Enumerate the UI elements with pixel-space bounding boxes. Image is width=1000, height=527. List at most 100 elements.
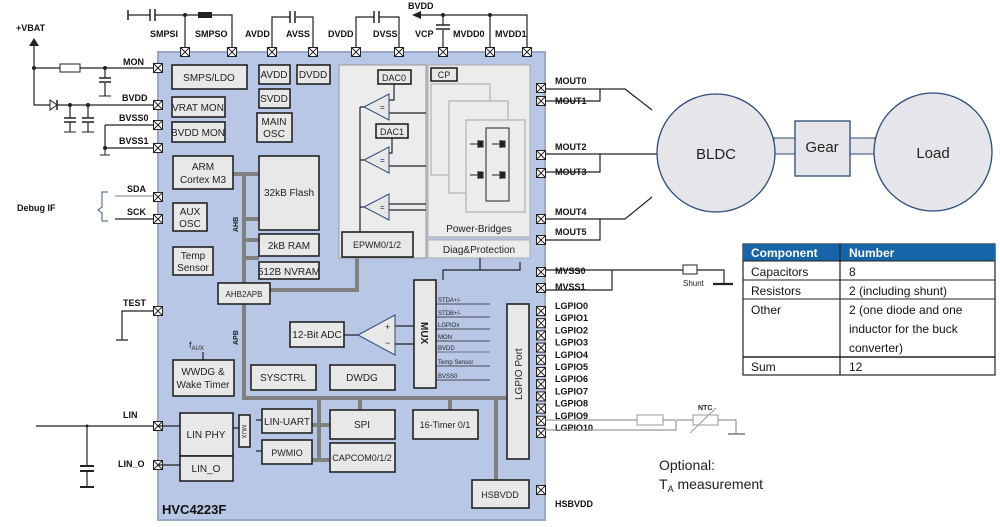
- bvdd-mon-block: [171, 121, 226, 143]
- lgpio-port-block: [506, 303, 530, 460]
- pin-smpso[interactable]: [227, 47, 237, 57]
- svg-text:DAC0: DAC0: [382, 73, 406, 83]
- pin-lgpio9[interactable]: [536, 415, 546, 426]
- flash-block: [258, 155, 320, 231]
- main-osc-block: [256, 112, 293, 143]
- resistor-icon: [59, 63, 81, 73]
- pin-avdd[interactable]: [267, 47, 277, 57]
- svg-text:SVDD: SVDD: [260, 94, 288, 105]
- pin-vcp[interactable]: [438, 47, 448, 57]
- svg-text:DWDG: DWDG: [346, 373, 378, 384]
- bvdd-net-label: BVDD: [408, 1, 434, 11]
- pin-label-lgpio5: LGPIO5: [555, 362, 588, 372]
- pin-label-sck: SCK: [127, 207, 147, 217]
- pin-label-lin-o: LIN_O: [118, 459, 145, 469]
- svg-text:AVDD: AVDD: [260, 70, 287, 81]
- pin-smpsi[interactable]: [180, 47, 190, 57]
- svg-text:OSC: OSC: [179, 219, 201, 230]
- vbat-mon-block: [171, 96, 226, 118]
- ahb-bus-label: AHB: [233, 217, 240, 232]
- pin-label-lgpio0: LGPIO0: [555, 301, 588, 311]
- svg-text:PWMIO: PWMIO: [271, 448, 303, 458]
- pin-label-mout5: MOUT5: [555, 227, 587, 237]
- pin-mon[interactable]: [153, 63, 163, 73]
- pin-sck[interactable]: [153, 214, 163, 224]
- pin-label-mon: MON: [123, 57, 144, 67]
- brace-icon: [97, 191, 108, 222]
- pin-bvdd[interactable]: [153, 100, 163, 110]
- pin-bvss1[interactable]: [153, 143, 163, 153]
- svg-text:SYSCTRL: SYSCTRL: [260, 373, 307, 384]
- svg-text:Resistors: Resistors: [751, 284, 801, 298]
- pin-label-test: TEST: [123, 298, 147, 308]
- pin-label-lgpio1: LGPIO1: [555, 313, 588, 323]
- left-pin-group: +VBAT MON BVDD BVSS0 BVSS1 Debug IF: [16, 23, 163, 488]
- pin-mout2[interactable]: [536, 150, 546, 160]
- pin-lgpio5[interactable]: [536, 367, 546, 377]
- lin-o-block: [179, 455, 234, 482]
- pin-label-lgpio10: LGPIO10: [555, 423, 593, 433]
- component-table: Component Number Capacitors 8 Resistors …: [742, 243, 996, 376]
- svg-text:MUX: MUX: [240, 425, 246, 438]
- dvdd-block: [296, 64, 331, 85]
- internal-blocks: SMPS/LDO VRAT MON BVDD MON AVDD DVDD SVD…: [158, 64, 531, 509]
- shunt-label: Shunt: [683, 279, 705, 288]
- pin-mout0[interactable]: [536, 83, 546, 93]
- pin-mvss1[interactable]: [536, 283, 546, 293]
- pin-dvdd[interactable]: [351, 47, 361, 57]
- pin-mout5[interactable]: [536, 235, 546, 245]
- apb-bus: [242, 302, 520, 400]
- pin-lgpio6[interactable]: [536, 379, 546, 390]
- pin-label-hsbvdd: HSBVDD: [555, 499, 594, 509]
- pin-sda[interactable]: [153, 192, 163, 202]
- pin-label-mout2: MOUT2: [555, 142, 587, 152]
- pin-mout4[interactable]: [536, 214, 546, 224]
- pin-label-avss: AVSS: [286, 29, 310, 39]
- pin-mvdd1[interactable]: [522, 47, 532, 57]
- pin-lgpio10[interactable]: [536, 428, 546, 438]
- pin-lgpio4[interactable]: [536, 354, 546, 365]
- spi-block: [329, 409, 396, 440]
- pin-dvss[interactable]: [394, 47, 404, 57]
- pin-lgpio1[interactable]: [536, 318, 546, 329]
- svg-text:Capacitors: Capacitors: [751, 265, 808, 279]
- pin-lgpio8[interactable]: [536, 403, 546, 414]
- lin-mux-block: [238, 414, 251, 448]
- pin-test[interactable]: [153, 306, 163, 316]
- svg-text:DAC1: DAC1: [380, 127, 404, 137]
- svg-text:Temp Sensor: Temp Sensor: [438, 360, 473, 366]
- svg-text:BLDC: BLDC: [696, 146, 736, 163]
- table-header: [743, 244, 995, 261]
- dwdg-block: [329, 364, 396, 391]
- svg-text:SPI: SPI: [354, 420, 370, 431]
- svg-text:32kB Flash: 32kB Flash: [264, 188, 314, 199]
- resistor-icon: [636, 414, 664, 426]
- pin-label-mout0: MOUT0: [555, 76, 587, 86]
- arrow-left-icon: [412, 11, 421, 19]
- pin-mvdd0[interactable]: [485, 47, 495, 57]
- pin-hsbvdd[interactable]: [536, 485, 546, 495]
- pin-lgpio7[interactable]: [536, 391, 546, 402]
- svg-text:MAIN: MAIN: [262, 117, 287, 128]
- pin-label-smpso: SMPSO: [195, 29, 228, 39]
- table-header-number: Number: [849, 246, 895, 260]
- pin-bvss0[interactable]: [153, 120, 163, 130]
- pin-label-mvdd1: MVDD1: [495, 29, 527, 39]
- svdd-block: [258, 88, 291, 109]
- ahb2apb-block: [217, 282, 271, 305]
- svg-text:Cortex M3: Cortex M3: [180, 175, 227, 186]
- epwm-block: [341, 231, 414, 258]
- hsbvdd-block: [471, 479, 530, 509]
- pin-mout1[interactable]: [536, 96, 546, 106]
- pin-label-lgpio3: LGPIO3: [555, 338, 588, 348]
- pin-label-lgpio7: LGPIO7: [555, 386, 588, 396]
- pin-avss[interactable]: [308, 47, 318, 57]
- pin-lgpio2[interactable]: [536, 330, 546, 341]
- pin-mout3[interactable]: [536, 168, 546, 178]
- pin-mvss0[interactable]: [536, 267, 546, 277]
- pin-lgpio3[interactable]: [536, 342, 546, 353]
- svg-text:MON: MON: [438, 335, 452, 341]
- pin-lgpio0[interactable]: [536, 306, 546, 316]
- svg-text:Load: Load: [916, 145, 949, 162]
